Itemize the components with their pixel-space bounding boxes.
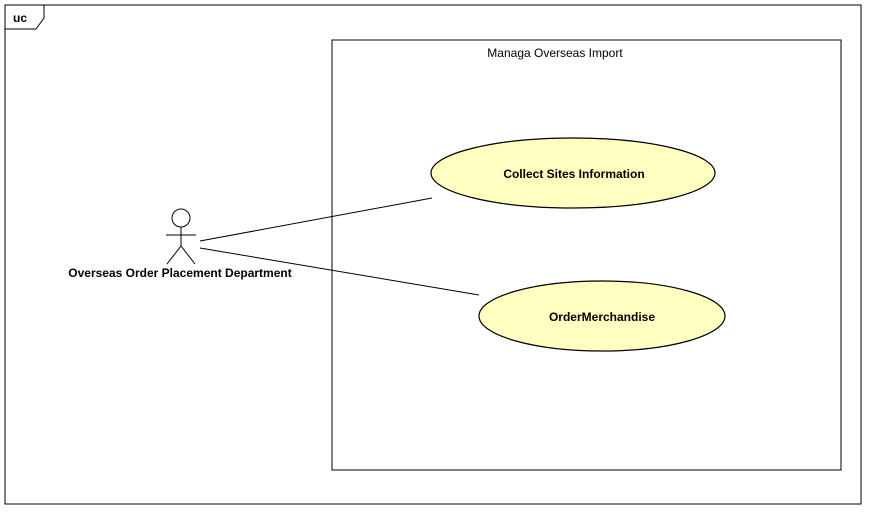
actor-right-leg	[180, 245, 196, 265]
actor-left-leg	[166, 245, 182, 265]
use-case-collect-sites-information[interactable]: Collect Sites Information	[430, 137, 716, 209]
use-case-ellipse	[478, 280, 726, 352]
frame-label: uc	[13, 11, 27, 25]
use-case-label: OrderMerchandise	[549, 310, 655, 324]
association-line[interactable]	[199, 247, 480, 296]
diagram-frame	[4, 4, 862, 505]
actor[interactable]	[166, 208, 196, 265]
association-line[interactable]	[199, 197, 433, 242]
use-case-label: Collect Sites Information	[503, 167, 644, 181]
actor-name: Overseas Order Placement Department	[68, 266, 291, 280]
system-boundary[interactable]	[331, 39, 842, 471]
use-case-ellipse	[430, 137, 716, 209]
use-case-order-merchandise[interactable]: OrderMerchandise	[478, 280, 726, 352]
actor-head	[171, 208, 191, 228]
frame-tab	[4, 4, 45, 30]
system-boundary-title: Managa Overseas Import	[487, 46, 623, 60]
